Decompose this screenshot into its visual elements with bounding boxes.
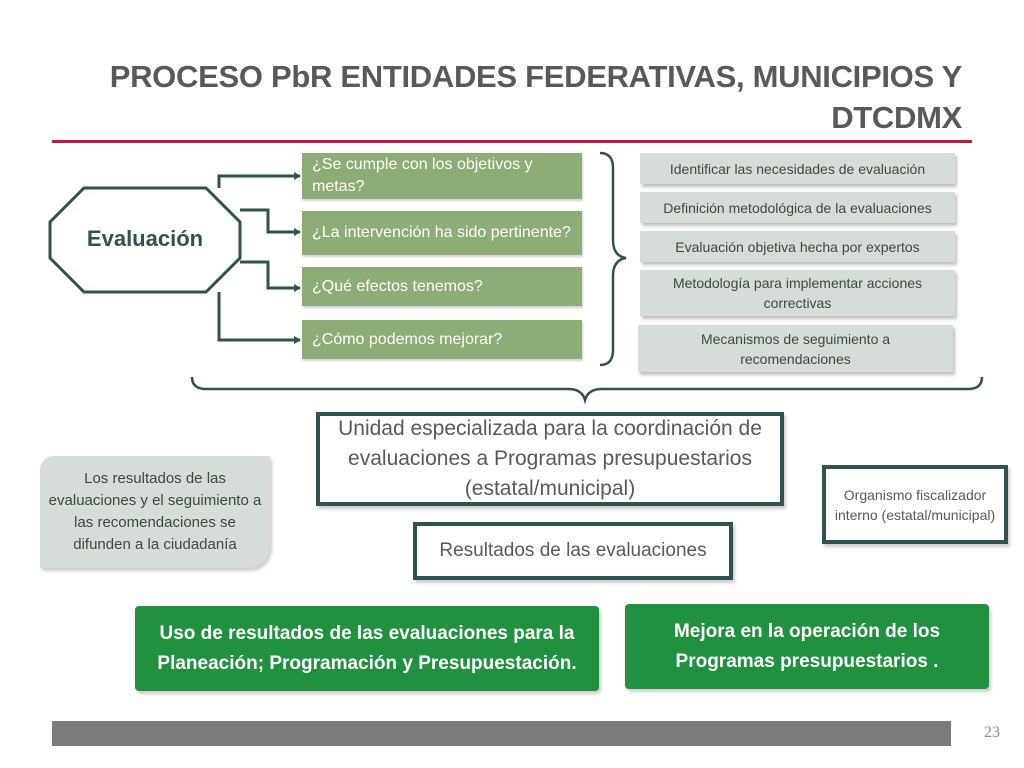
resultados-text: Resultados de las evaluaciones (439, 540, 707, 561)
organismo-text: Organismo fiscalizador interno (estatal/… (834, 486, 996, 523)
connector-q1 (217, 172, 301, 188)
unidad-text: Unidad especializada para la coordinació… (338, 417, 762, 500)
mejora-operacion-box: Mejora en la operación de los Programas … (625, 604, 989, 689)
page-number: 23 (984, 724, 1000, 741)
ciudadania-note: Los resultados de las evaluaciones y el … (40, 456, 270, 568)
connector-q3 (240, 260, 301, 292)
question-box-3: ¿Qué efectos tenemos? (302, 267, 582, 306)
question-box-2: ¿La intervención ha sido pertinente? (302, 211, 582, 255)
question-text: ¿Qué efectos tenemos? (312, 277, 483, 295)
question-text: ¿La intervención ha sido pertinente? (312, 224, 571, 241)
organismo-fiscalizador-box: Organismo fiscalizador interno (estatal/… (822, 465, 1008, 544)
note-text: Los resultados de las evaluaciones y el … (48, 470, 262, 553)
uso-text: Uso de resultados de las evaluaciones pa… (157, 622, 577, 674)
connector-q2 (240, 208, 301, 236)
requirement-text: Identificar las necesidades de evaluació… (669, 160, 926, 177)
question-text: ¿Cómo podemos mejorar? (312, 330, 503, 348)
right-brace (599, 151, 627, 367)
requirement-box-4: Metodología para implementar acciones co… (640, 270, 955, 316)
requirement-text: Definición metodológica de la evaluacion… (663, 199, 932, 216)
requirement-text: Evaluación objetiva hecha por expertos (675, 238, 920, 255)
question-text: ¿Se cumple con los objetivos y metas? (312, 156, 533, 195)
resultados-box: Resultados de las evaluaciones (413, 522, 733, 580)
requirement-box-2: Definición metodológica de la evaluacion… (640, 192, 955, 223)
evaluacion-label: Evaluación (86, 226, 204, 251)
uso-resultados-box: Uso de resultados de las evaluaciones pa… (135, 606, 599, 691)
bottom-brace (190, 376, 984, 405)
evaluacion-octagon (48, 186, 242, 294)
requirement-box-5: Mecanismos de seguimiento a recomendacio… (638, 325, 953, 372)
footer-bar (52, 721, 951, 746)
question-box-4: ¿Cómo podemos mejorar? (302, 320, 582, 359)
question-box-1: ¿Se cumple con los objetivos y metas? (302, 153, 582, 199)
requirement-box-1: Identificar las necesidades de evaluació… (640, 153, 955, 184)
requirement-text: Mecanismos de seguimiento a recomendacio… (700, 330, 891, 367)
unidad-especializada-box: Unidad especializada para la coordinació… (316, 412, 784, 506)
requirement-text: Metodología para implementar acciones co… (672, 275, 923, 311)
title-underline (52, 140, 972, 143)
mejora-text: Mejora en la operación de los Programas … (673, 620, 941, 672)
requirement-box-3: Evaluación objetiva hecha por expertos (640, 231, 955, 262)
connector-q4 (217, 292, 301, 344)
page-title: PROCESO PbR ENTIDADES FEDERATIVAS, MUNIC… (109, 59, 963, 135)
